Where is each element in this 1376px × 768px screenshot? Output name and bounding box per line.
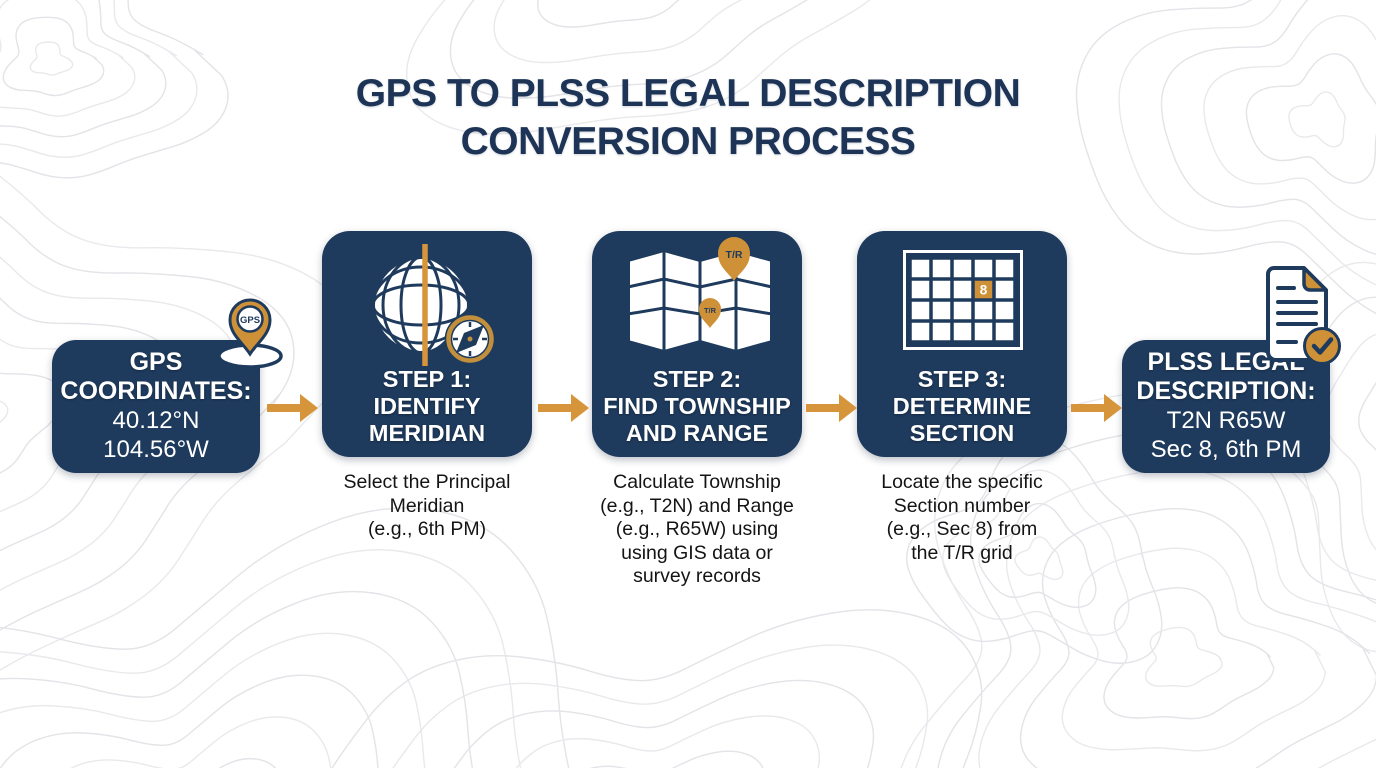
tr-pin-large <box>718 237 750 281</box>
section-grid-icon: 8 <box>903 250 1023 350</box>
gps-coordinates-box: GPS COORDINATES: 40.12°N 104.56°W <box>52 340 260 473</box>
tr-pin-small <box>699 298 721 328</box>
gps-pin-label: GPS <box>240 315 260 326</box>
plss-description-value: T2N R65W Sec 8, 6th PM <box>1150 407 1302 463</box>
step-3-caption: Locate the specific Section number (e.g.… <box>881 471 1043 564</box>
globe-meridian-compass-icon <box>371 244 496 366</box>
step-1-label: STEP 1: IDENTIFY MERIDIAN <box>368 366 486 446</box>
gps-coordinates-value: 40.12°N 104.56°W <box>103 407 209 463</box>
tr-pin-small-label: T/R <box>704 306 717 315</box>
page-title: GPS TO PLSS LEGAL DESCRIPTION CONVERSION… <box>355 72 1021 163</box>
tr-pin-large-label: T/R <box>726 249 743 261</box>
folded-map-tr-pins-icon: T/R T/R <box>626 237 774 354</box>
step-1-caption: Select the Principal Meridian (e.g., 6th… <box>343 471 511 540</box>
step-2-caption: Calculate Township (e.g., T2N) and Range… <box>600 471 794 587</box>
arrow-right-icon <box>538 394 589 422</box>
check-circle-icon <box>1303 327 1341 365</box>
gps-pin-icon: GPS <box>217 298 283 369</box>
section-grid-highlight-cell <box>974 280 993 299</box>
arrow-right-icon <box>1071 394 1122 422</box>
step-3-label: STEP 3: DETERMINE SECTION <box>892 366 1032 446</box>
gps-coordinates-heading: GPS COORDINATES: <box>60 348 252 405</box>
section-grid-highlight-label: 8 <box>980 283 988 298</box>
arrow-right-icon <box>267 394 318 422</box>
plss-legal-description-box: PLSS LEGAL DESCRIPTION: T2N R65W Sec 8, … <box>1122 340 1330 473</box>
arrow-right-icon <box>806 394 857 422</box>
document-check-icon <box>1266 266 1341 365</box>
step-2-label: STEP 2: FIND TOWNSHIP AND RANGE <box>603 366 791 446</box>
